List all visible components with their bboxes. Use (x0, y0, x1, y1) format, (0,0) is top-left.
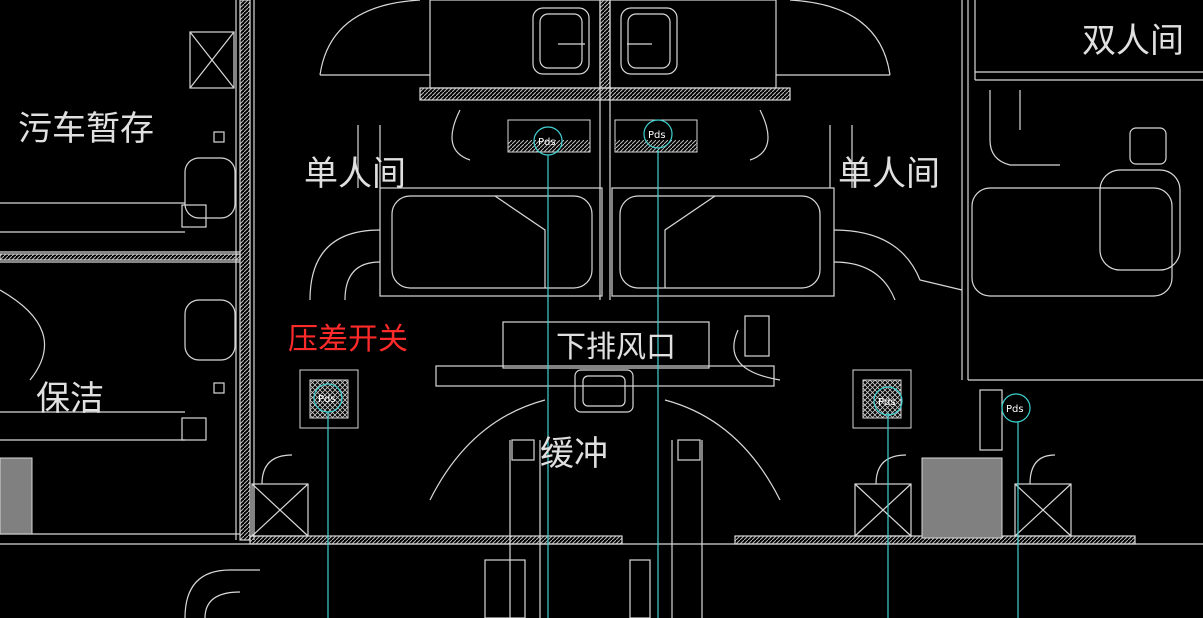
pds-sensor (643, 119, 673, 149)
pds-label: Pds (1006, 404, 1024, 415)
pds-label: Pds (648, 130, 666, 141)
room-label-double: 双人间 (1082, 21, 1184, 61)
gray-block-right (921, 457, 1003, 539)
sensor-box-left (299, 369, 359, 429)
sensor-wires (327, 150, 1019, 618)
pds-label: Pds (318, 394, 336, 405)
pds-sensor (873, 386, 903, 416)
pds-label: Pds (538, 137, 556, 148)
sensor-box-right (852, 369, 912, 429)
room-label-exhaust: 下排风口 (556, 330, 676, 365)
gray-block-left (0, 457, 33, 535)
room-label-single-left: 单人间 (304, 154, 406, 194)
room-label-dirty-cart: 污车暂存 (18, 109, 154, 149)
annotation-pressure-switch: 压差开关 (288, 322, 408, 357)
room-label-single-right: 单人间 (838, 154, 940, 194)
pds-sensors (313, 119, 1031, 423)
room-label-buffer: 缓冲 (540, 434, 608, 474)
pds-label: Pds (878, 397, 896, 408)
room-label-cleaning: 保洁 (36, 379, 104, 419)
pds-sensor (1001, 393, 1031, 423)
pds-sensor (533, 126, 563, 156)
pds-sensor (313, 383, 343, 413)
